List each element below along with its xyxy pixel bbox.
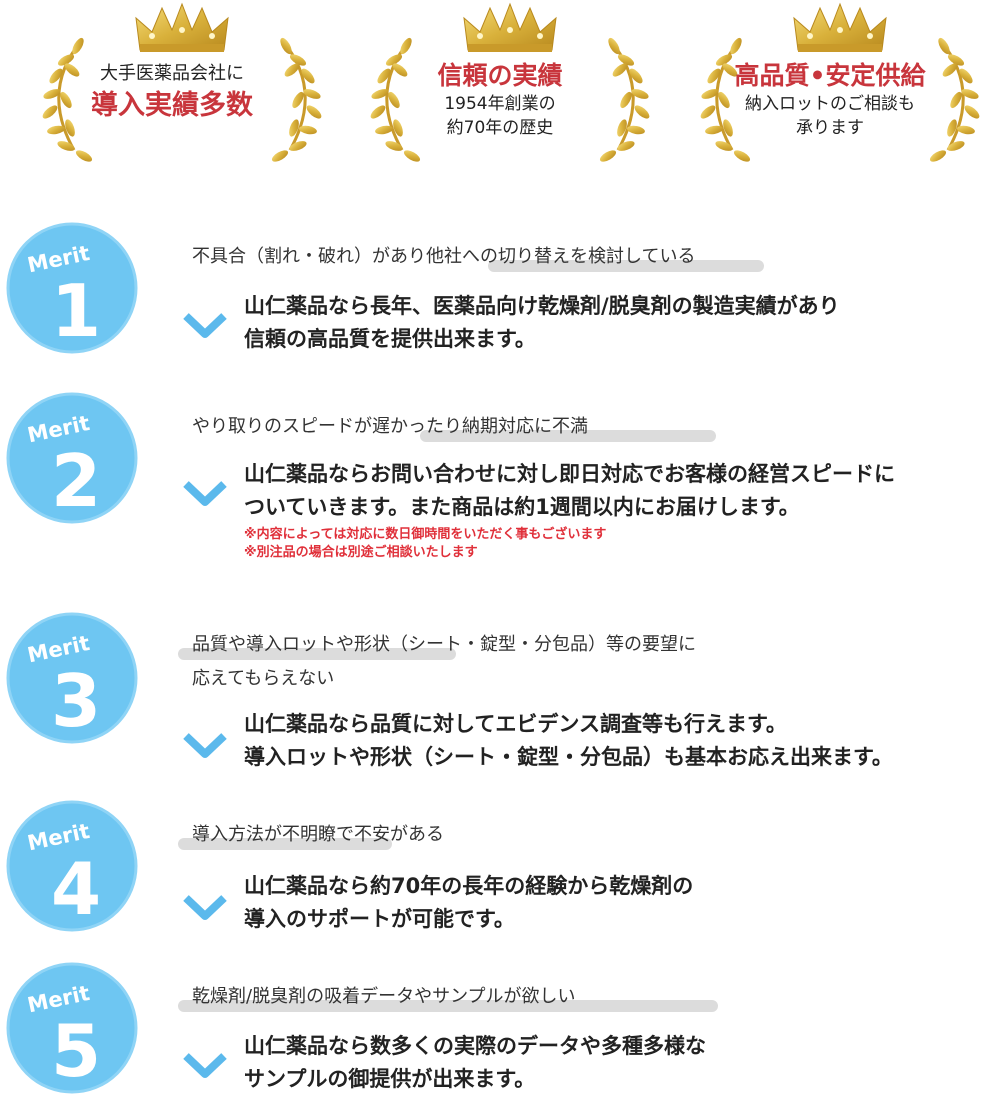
- answer-line: 信頼の高品質を提供出来ます。: [244, 327, 536, 351]
- answer-line: 山仁薬品なら数多くの実際のデータや多種多様な: [244, 1034, 706, 1058]
- merit-number: 1: [51, 269, 101, 353]
- award-2-title: 信頼の実績: [437, 61, 563, 90]
- award-1: 大手医薬品会社に 導入実績多数: [12, 0, 332, 180]
- merit-3-problem: 品質や導入ロットや形状（シート・錠型・分包品）等の要望に 応えてもらえない: [178, 628, 696, 696]
- award-2: 信頼の実績 1954年創業の 約70年の歴史: [340, 0, 660, 180]
- chevron-down-icon: [183, 895, 227, 920]
- problem-line: 品質や導入ロットや形状（シート・錠型・分包品）等の要望に: [192, 634, 696, 655]
- merit-4-problem: 導入方法が不明瞭で不安がある: [178, 818, 444, 852]
- merit-badge-5: Merit 5: [6, 962, 138, 1094]
- chevron-down-icon: [183, 733, 227, 758]
- award-2-sub1: 1954年創業の: [444, 94, 556, 114]
- answer-line: 山仁薬品なら約70年の長年の経験から乾燥剤の: [244, 874, 694, 898]
- problem-line: 応えてもらえない: [192, 668, 335, 689]
- merit-2-answer: 山仁薬品ならお問い合わせに対し即日対応でお客様の経営スピードに ついていきます。…: [244, 458, 895, 524]
- award-1-line1: 大手医薬品会社に: [100, 63, 244, 84]
- merit-3-answer: 山仁薬品なら品質に対してエビデンス調査等も行えます。 導入ロットや形状（シート・…: [244, 708, 893, 774]
- merit-badge-2: Merit 2: [6, 392, 138, 524]
- merit-4-answer: 山仁薬品なら約70年の長年の経験から乾燥剤の 導入のサポートが可能です。: [244, 870, 693, 936]
- awards-row: 大手医薬品会社に 導入実績多数 信頼の実績 1954年創業の 約70年の歴史 高…: [0, 0, 1000, 180]
- merit-2-problem: やり取りのスピードが遅かったり納期対応に不満: [192, 410, 716, 444]
- merit-badge-1: Merit 1: [6, 222, 138, 354]
- award-1-line2: 導入実績多数: [91, 90, 253, 121]
- merit-number: 4: [51, 847, 101, 931]
- award-2-sub2: 約70年の歴史: [446, 118, 554, 138]
- chevron-down-icon: [183, 313, 227, 338]
- answer-line: 導入のサポートが可能です。: [244, 907, 515, 931]
- answer-line: 山仁薬品なら品質に対してエビデンス調査等も行えます。: [244, 712, 787, 736]
- merit-badge-4: Merit 4: [6, 800, 138, 932]
- problem-line: 導入方法が不明瞭で不安がある: [192, 824, 444, 845]
- merit-number: 5: [51, 1009, 101, 1093]
- merit-5-problem: 乾燥剤/脱臭剤の吸着データやサンプルが欲しい: [178, 980, 718, 1014]
- note-line: ※内容によっては対応に数日御時間をいただく事もございます: [244, 527, 607, 542]
- award-3-sub1: 納入ロットのご相談も: [745, 94, 915, 114]
- merit-5-answer: 山仁薬品なら数多くの実際のデータや多種多様な サンプルの御提供が出来ます。: [244, 1030, 706, 1096]
- answer-line: 山仁薬品なら長年、医薬品向け乾燥剤/脱臭剤の製造実績があり: [244, 294, 840, 318]
- merit-number: 3: [51, 659, 101, 743]
- answer-line: サンプルの御提供が出来ます。: [244, 1067, 536, 1091]
- note-line: ※別注品の場合は別途ご相談いたします: [244, 545, 478, 560]
- answer-line: 導入ロットや形状（シート・錠型・分包品）も基本お応え出来ます。: [244, 745, 893, 769]
- problem-line: やり取りのスピードが遅かったり納期対応に不満: [192, 416, 588, 437]
- award-3-title: 高品質•安定供給: [734, 61, 926, 90]
- merit-1-answer: 山仁薬品なら長年、医薬品向け乾燥剤/脱臭剤の製造実績があり 信頼の高品質を提供出…: [244, 290, 840, 356]
- problem-line: 乾燥剤/脱臭剤の吸着データやサンプルが欲しい: [192, 986, 576, 1007]
- answer-line: ついていきます。また商品は約1週間以内にお届けします。: [244, 495, 800, 519]
- award-3: 高品質•安定供給 納入ロットのご相談も 承ります: [670, 0, 990, 180]
- answer-line: 山仁薬品ならお問い合わせに対し即日対応でお客様の経営スピードに: [244, 462, 895, 486]
- chevron-down-icon: [183, 1053, 227, 1078]
- chevron-down-icon: [183, 481, 227, 506]
- merit-2-notes: ※内容によっては対応に数日御時間をいただく事もございます ※別注品の場合は別途ご…: [244, 526, 606, 562]
- award-3-sub2: 承ります: [796, 118, 864, 138]
- merit-1-problem: 不具合（割れ・破れ）があり他社への切り替えを検討している: [192, 240, 764, 274]
- merit-badge-3: Merit 3: [6, 612, 138, 744]
- problem-line: 不具合（割れ・破れ）があり他社への切り替えを検討している: [192, 246, 696, 267]
- merit-number: 2: [51, 439, 101, 523]
